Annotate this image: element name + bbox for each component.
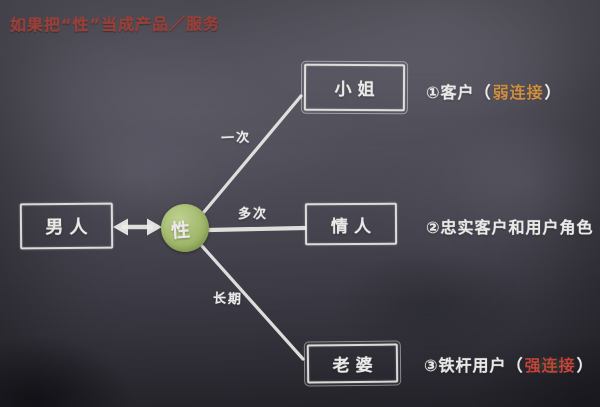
annotation-number: ② xyxy=(426,218,441,237)
annotation-highlight-weak-link: 弱连接 xyxy=(492,83,544,102)
node-wife-box: 老婆 xyxy=(303,340,402,387)
edge-line-once xyxy=(202,94,303,214)
paren-open: （ xyxy=(474,83,492,102)
annotation-hardcore-user: ③铁杆用户（强连接） xyxy=(424,352,594,376)
node-man-label: 男人 xyxy=(45,216,94,239)
man-sex-double-arrow xyxy=(113,218,162,236)
node-sex-circle: 性 xyxy=(161,204,209,252)
annotation-text: 客户 xyxy=(440,83,475,102)
node-wife-label: 老婆 xyxy=(332,355,379,377)
edge-line-manytimes xyxy=(206,225,307,233)
annotation-number: ① xyxy=(426,83,441,102)
node-sex-label: 性 xyxy=(170,218,192,243)
annotation-text: 铁杆用户 xyxy=(438,356,507,375)
annotation-number: ③ xyxy=(424,356,439,375)
paren-close: ） xyxy=(576,356,594,375)
annotation-highlight-strong-link: 强连接 xyxy=(523,356,577,375)
annotation-customer: ①客户（弱连接） xyxy=(426,79,562,103)
annotation-text: 忠实客户和用户角色 xyxy=(440,218,594,237)
edge-label-once: 一次 xyxy=(220,130,252,147)
node-lover-box: 情人 xyxy=(304,202,398,246)
annotation-loyal-customer: ②忠实客户和用户角色 xyxy=(426,214,594,238)
node-miss-label: 小姐 xyxy=(334,79,381,101)
arrowhead-right-icon xyxy=(147,218,162,236)
edge-line-longterm xyxy=(200,244,305,361)
paren-close: ） xyxy=(544,83,562,102)
node-miss-box: 小姐 xyxy=(300,60,409,115)
arrowhead-left-icon xyxy=(113,218,128,236)
edge-label-longterm: 长期 xyxy=(212,291,244,308)
node-man-box: 男人 xyxy=(19,202,114,250)
edge-label-manytimes: 多次 xyxy=(238,207,269,222)
node-lover-label: 情人 xyxy=(330,216,378,237)
paren-open: （ xyxy=(506,356,524,375)
